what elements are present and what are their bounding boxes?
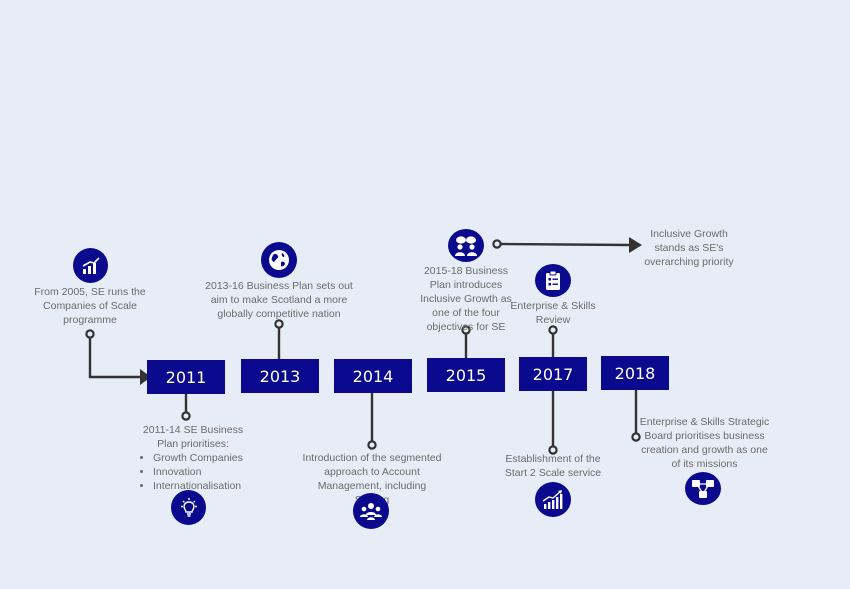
future-priority-text: Inclusive Growth stands as SE's overarch… — [644, 228, 734, 268]
year-box-2011: 2011 — [147, 360, 225, 394]
event-2011-item: Innovation — [153, 465, 248, 479]
year-box-2018: 2018 — [601, 356, 669, 390]
event-2011-item: Internationalisation — [153, 479, 248, 493]
dot-2014 — [367, 440, 377, 450]
connector-2005 — [88, 334, 140, 379]
event-2011-list: Growth Companies Innovation Internationa… — [138, 451, 248, 493]
arrow-head-future — [629, 237, 642, 253]
arrow-head-2011 — [140, 369, 151, 385]
event-2005-text: From 2005, SE runs the Companies of Scal… — [34, 286, 146, 326]
year-label-2011: 2011 — [165, 367, 207, 387]
year-label-2015: 2015 — [445, 365, 487, 385]
event-2017-start2scale-text: Establishment of the Start 2 Scale servi… — [504, 453, 602, 479]
event-2015-text: 2015-18 Business Plan introduces Inclusi… — [420, 265, 512, 333]
event-2017-review-text: Enterprise & Skills Review — [510, 300, 596, 326]
event-2014-text: Introduction of the segmented approach t… — [302, 452, 442, 506]
dot-2018 — [631, 432, 641, 442]
year-box-2013: 2013 — [241, 359, 319, 393]
connected-network-icon — [685, 472, 721, 505]
dot-future — [492, 239, 502, 249]
year-label-2017: 2017 — [532, 364, 574, 384]
dot-2017-up — [548, 325, 558, 335]
year-label-2013: 2013 — [259, 366, 301, 386]
event-2018-text: Enterprise & Skills Strategic Board prio… — [639, 416, 770, 470]
year-box-2017: 2017 — [519, 357, 587, 391]
dot-2017-down — [548, 445, 558, 455]
dot-2011 — [181, 411, 191, 421]
dot-2013 — [274, 319, 284, 329]
people-group-icon — [353, 493, 389, 529]
event-2011-text: 2011-14 SE Business Plan prioritises: Gr… — [138, 423, 248, 493]
dot-2015 — [461, 325, 471, 335]
event-2011-title: 2011-14 SE Business Plan prioritises: — [142, 424, 244, 450]
connector-future — [499, 242, 631, 247]
people-speech-icon — [448, 229, 484, 262]
dot-2005 — [85, 329, 95, 339]
event-2013-text: 2013-16 Business Plan sets out aim to ma… — [205, 280, 353, 320]
globe-icon — [261, 242, 297, 278]
lightbulb-icon — [171, 490, 206, 525]
bar-chart-icon — [73, 248, 108, 283]
growth-chart-icon — [535, 482, 571, 517]
clipboard-icon — [535, 264, 571, 297]
year-label-2018: 2018 — [614, 363, 656, 383]
event-2011-item: Growth Companies — [153, 451, 248, 465]
year-label-2014: 2014 — [352, 366, 394, 386]
year-box-2015: 2015 — [427, 358, 505, 392]
year-box-2014: 2014 — [334, 359, 412, 393]
